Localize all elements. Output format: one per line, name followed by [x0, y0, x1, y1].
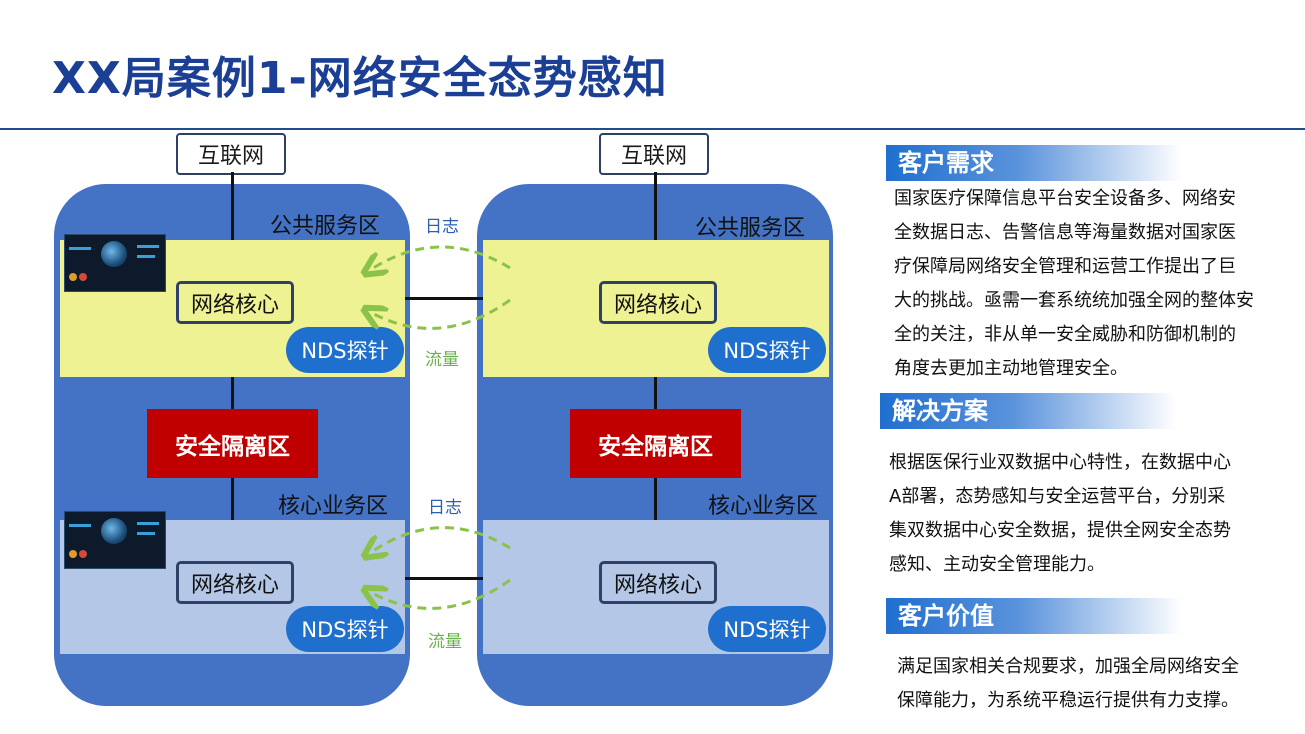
- traffic-arrow: [370, 298, 511, 330]
- dashboard-thumbnail: [64, 234, 166, 292]
- log-arrow: [370, 526, 511, 553]
- section-heading-solution: 解决方案: [880, 393, 1176, 429]
- traffic-label: 流量: [425, 350, 459, 370]
- solution-text: 根据医保行业双数据中心特性，在数据中心 A部署，态势感知与安全运营平台，分别采 …: [889, 452, 1231, 575]
- connector-line: [654, 172, 657, 240]
- connector-line: [654, 478, 657, 520]
- isolation-zone-a: 安全隔离区: [147, 409, 318, 478]
- connector-line: [231, 377, 234, 409]
- nds-probe-a-public: NDS探针: [286, 327, 404, 373]
- connector-line: [231, 172, 234, 240]
- dashboard-thumbnail: [64, 511, 166, 569]
- network-core-a-public: 网络核心: [176, 281, 294, 324]
- inter-dc-link-core: [405, 577, 483, 580]
- traffic-label: 流量: [428, 632, 462, 652]
- isolation-zone-b: 安全隔离区: [570, 409, 741, 478]
- traffic-arrow: [370, 578, 511, 610]
- core-zone-label-b: 核心业务区: [708, 494, 819, 519]
- needs-text: 国家医疗保障信息平台安全设备多、网络安 全数据日志、告警信息等海量数据对国家医 …: [894, 188, 1254, 379]
- public-zone-label-a: 公共服务区: [270, 214, 381, 239]
- page-title: XX局案例1-网络安全态势感知: [52, 53, 668, 104]
- network-core-a-core: 网络核心: [176, 561, 294, 604]
- network-core-b-public: 网络核心: [599, 281, 717, 324]
- connector-line: [654, 377, 657, 409]
- log-label: 日志: [425, 217, 459, 237]
- nds-probe-b-core: NDS探针: [708, 606, 826, 652]
- public-zone-label-b: 公共服务区: [695, 216, 806, 241]
- core-zone-label-a: 核心业务区: [278, 494, 389, 519]
- value-text: 满足国家相关合规要求，加强全局网络安全 保障能力，为系统平稳运行提供有力支撑。: [897, 656, 1239, 711]
- section-heading-needs: 客户需求: [886, 145, 1182, 181]
- title-divider: [0, 128, 1305, 130]
- nds-probe-b-public: NDS探针: [708, 327, 826, 373]
- log-arrow: [370, 245, 511, 270]
- section-heading-value: 客户价值: [886, 598, 1182, 634]
- inter-dc-link-public: [405, 297, 483, 300]
- connector-line: [231, 478, 234, 520]
- nds-probe-a-core: NDS探针: [286, 606, 404, 652]
- network-core-b-core: 网络核心: [599, 561, 717, 604]
- log-label: 日志: [428, 498, 462, 518]
